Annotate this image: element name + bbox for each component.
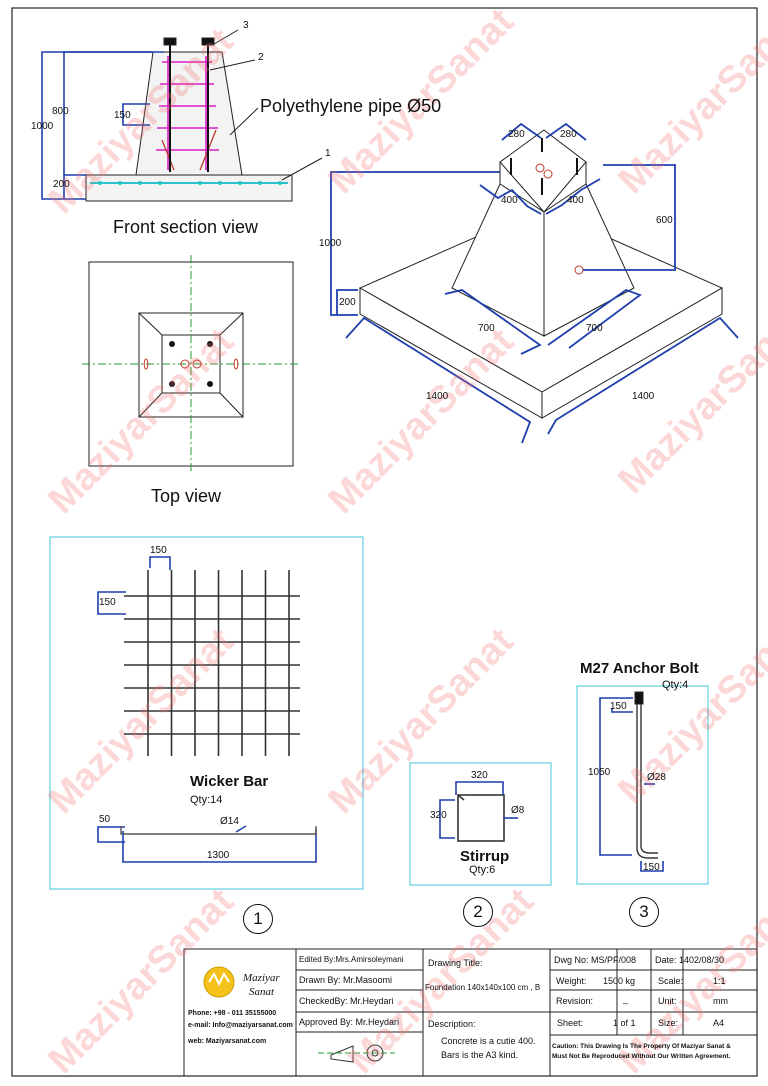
stirrup-dim-dia: Ø8 [511, 805, 525, 816]
anchor-dim-length: 1050 [588, 767, 611, 778]
wicker-dim-dia: Ø14 [220, 816, 239, 827]
anchor-dim-thread: 150 [610, 701, 627, 712]
iso-dim-top-a: 280 [508, 129, 525, 140]
iso-dim-ped-a: 700 [478, 323, 495, 334]
wicker-title: Wicker Bar [190, 773, 269, 790]
size-value: A4 [713, 1018, 725, 1028]
anchor-title: M27 Anchor Bolt [580, 660, 699, 677]
iso-dim-ped-b: 700 [586, 323, 603, 334]
date: Date: 1402/08/30 [655, 955, 725, 965]
stirrup-qty: Qty:6 [469, 864, 496, 876]
unit-label: Unit: [658, 996, 677, 1006]
scale-label: Scale: [658, 976, 684, 986]
iso-dim-base-h: 200 [339, 297, 356, 308]
email: e-mail: Info@maziyarsanat.com [188, 1022, 293, 1029]
description-label: Description: [428, 1019, 476, 1029]
iso-dim-base-b: 1400 [632, 391, 655, 402]
pipe-label: Polyethylene pipe Ø50 [260, 96, 442, 116]
front-base-slab [85, 174, 293, 202]
dim-pedestal: 800 [52, 106, 69, 117]
wicker-bar-detail [49, 536, 364, 890]
dim-cover: 150 [114, 110, 131, 121]
iso-dim-height-total: 1000 [319, 238, 342, 249]
front-section-view [41, 29, 323, 202]
sheet-value: 1 of 1 [613, 1018, 636, 1028]
top-view-title: Top view [151, 486, 222, 506]
callout-3: 3 [243, 20, 249, 31]
description-1: Concrete is a cutie 400. [441, 1036, 536, 1046]
iso-dim-height-ped: 600 [656, 215, 673, 226]
scale-value: 1:1 [713, 976, 726, 986]
description-2: Bars is the A3 kind. [441, 1050, 519, 1060]
edited-by: Edited By:Mrs.Amirsoleymani [299, 955, 404, 964]
stirrup-dim-h: 320 [430, 810, 447, 821]
wicker-frame [49, 536, 364, 890]
weight-label: Weight: [556, 976, 587, 986]
dim-base: 200 [53, 179, 70, 190]
anchor-bolt-detail [576, 685, 709, 885]
revision-value: _ [623, 994, 629, 1004]
wicker-dim-hook: 50 [99, 814, 111, 825]
detail-number-1: 1 [243, 904, 273, 934]
iso-dim-top-d: 400 [567, 195, 584, 206]
size-label: Size: [658, 1018, 679, 1028]
drawing-title-label: Drawing Title: [428, 958, 483, 968]
callout-1: 1 [325, 148, 331, 159]
front-pedestal [135, 51, 243, 176]
iso-dim-base-a: 1400 [426, 391, 449, 402]
dim-total: 1000 [31, 121, 54, 132]
logo-text-2: Sanat [249, 986, 275, 998]
anchor-qty: Qty:4 [662, 679, 689, 691]
dwg-no: Dwg No: MS/PF/008 [554, 955, 637, 965]
web: web: Maziyarsanat.com [188, 1038, 267, 1045]
wicker-dim-v: 150 [99, 597, 116, 608]
title-block [183, 948, 758, 1077]
unit-value: mm [713, 996, 728, 1006]
callout-2: 2 [258, 52, 264, 63]
drawing-title: Foundation 140x140x100 cm , B [425, 983, 541, 992]
wicker-qty: Qty:14 [190, 794, 223, 806]
isometric-view [330, 122, 739, 444]
top-view [82, 255, 300, 472]
detail-number-2: 2 [463, 897, 493, 927]
approved-by: Approved By: Mr.Heydari [299, 1017, 400, 1027]
logo-text-1: Maziyar [243, 972, 280, 984]
anchor-dim-hook: 150 [643, 862, 660, 873]
caution-2: Must Not Be Reproduced Without Our Writt… [552, 1053, 731, 1060]
sheet-label: Sheet: [557, 1018, 584, 1028]
detail-number-3: 3 [629, 897, 659, 927]
phone: Phone: +98 - 011 35155000 [188, 1010, 277, 1017]
stirrup-title: Stirrup [460, 848, 510, 865]
caution: Caution: This Drawing Is The Property Of… [552, 1043, 731, 1050]
front-view-title: Front section view [113, 217, 259, 237]
checked-by: CheckedBy: Mr.Heydari [299, 996, 394, 1006]
wicker-dim-h: 150 [150, 545, 167, 556]
iso-dim-top-b: 280 [560, 129, 577, 140]
stirrup-dim-w: 320 [471, 770, 488, 781]
weight-value: 1500 kg [603, 976, 636, 986]
iso-dim-top-c: 400 [501, 195, 518, 206]
drawn-by: Drawn By: Mr.Masoomi [299, 975, 393, 985]
stirrup-detail [409, 762, 552, 886]
anchor-dim-dia: Ø28 [647, 772, 666, 783]
revision-label: Revision: [556, 996, 594, 1006]
wicker-dim-length: 1300 [207, 850, 230, 861]
